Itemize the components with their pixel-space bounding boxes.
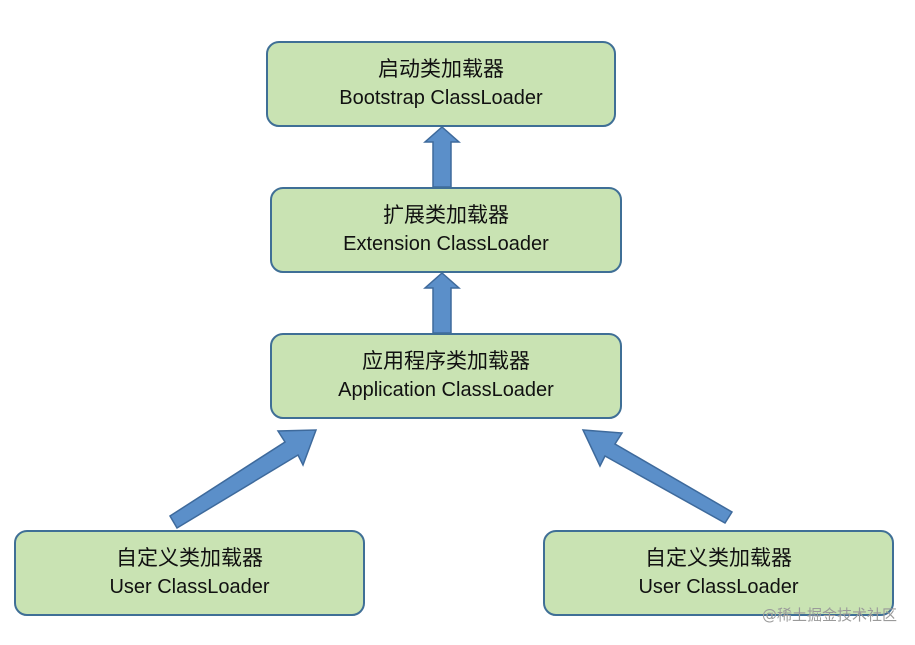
bootstrap-classloader-box: 启动类加载器 Bootstrap ClassLoader [266,41,616,127]
extension-en-label: Extension ClassLoader [343,233,549,255]
application-classloader-box: 应用程序类加载器 Application ClassLoader [270,333,622,419]
extension-classloader-box: 扩展类加载器 Extension ClassLoader [270,187,622,273]
user-left-en-label: User ClassLoader [109,576,270,598]
arrow-application-to-extension [423,271,461,334]
extension-cn-label: 扩展类加载器 [383,203,509,227]
user-right-en-label: User ClassLoader [638,576,799,598]
user-right-cn-label: 自定义类加载器 [645,546,792,570]
application-en-label: Application ClassLoader [338,379,554,401]
user-left-cn-label: 自定义类加载器 [116,546,263,570]
arrow-user-right-to-application [581,429,734,525]
arrow-extension-to-bootstrap [423,125,461,188]
arrow-user-left-to-application [168,429,318,530]
application-cn-label: 应用程序类加载器 [362,349,530,373]
watermark: @稀土掘金技术社区 [761,606,897,624]
bootstrap-en-label: Bootstrap ClassLoader [339,87,543,109]
user-classloader-box-right: 自定义类加载器 User ClassLoader [543,530,894,616]
user-classloader-box-left: 自定义类加载器 User ClassLoader [14,530,365,616]
bootstrap-cn-label: 启动类加载器 [378,57,504,81]
